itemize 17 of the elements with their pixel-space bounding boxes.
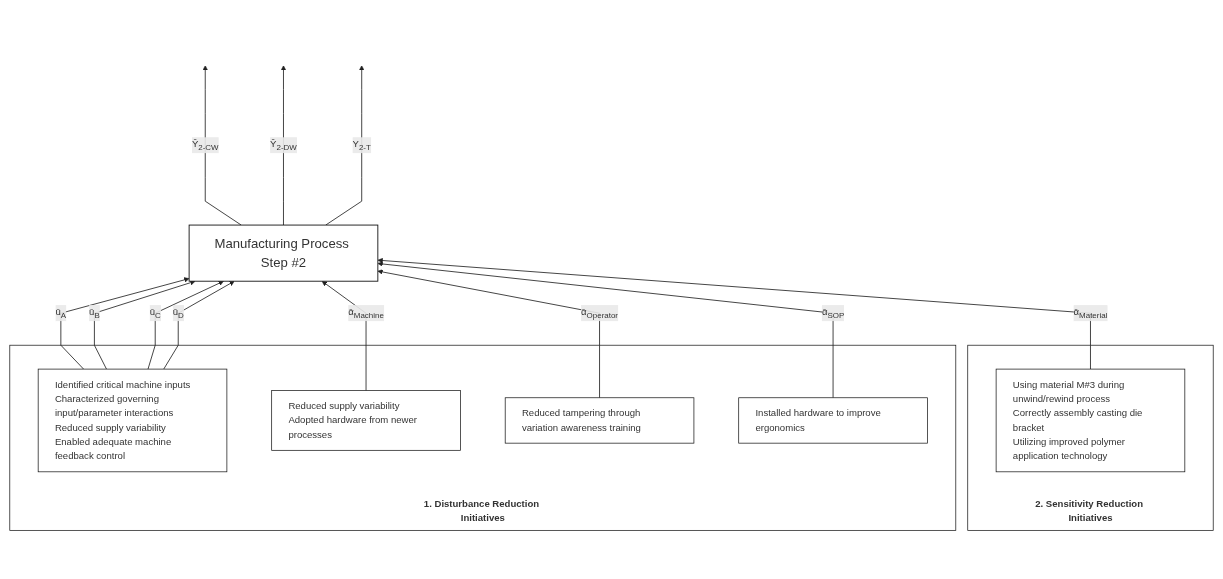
edge-label: ū$_{B}$ — [89, 306, 100, 320]
edge-label: Ŷ$_{2-CW}$ — [191, 138, 219, 152]
node-box: Using material M#3 during unwind/rewind process Correctly assembly casting die bracket Utilizing improved polymer application technology — [995, 368, 1186, 473]
edge-label: ᾱ$_{Machine}$ — [348, 306, 384, 320]
node-box: Reduced supply variability Adopted hardware from newer processes — [271, 390, 461, 451]
edge-label: ᾱ$_{Operator}$ — [581, 306, 619, 320]
edge-label: ū$_{A}$ — [55, 306, 67, 320]
node-box: Manufacturing Process Step #2 — [188, 224, 379, 282]
node-box: Identified critical machine inputs Characterized governing input/parameter interactions Reduced supply variability Enabled adequate machine feedback control — [37, 368, 228, 473]
edge-label: Y$_{2-T}$ — [352, 138, 371, 152]
edge-label: ᾱ$_{SOP}$ — [821, 306, 845, 320]
node-box: Reduced tampering through variation awareness training — [504, 397, 695, 444]
node-box: Installed hardware to improve ergonomics — [738, 397, 928, 444]
edge-label: Ŷ$_{2-DW}$ — [270, 138, 297, 152]
edge-label: ᾱ$_{Material}$ — [1073, 306, 1108, 320]
edge-label: ū$_{C}$ — [149, 306, 161, 320]
edge-label: ū$_{D}$ — [172, 306, 184, 320]
